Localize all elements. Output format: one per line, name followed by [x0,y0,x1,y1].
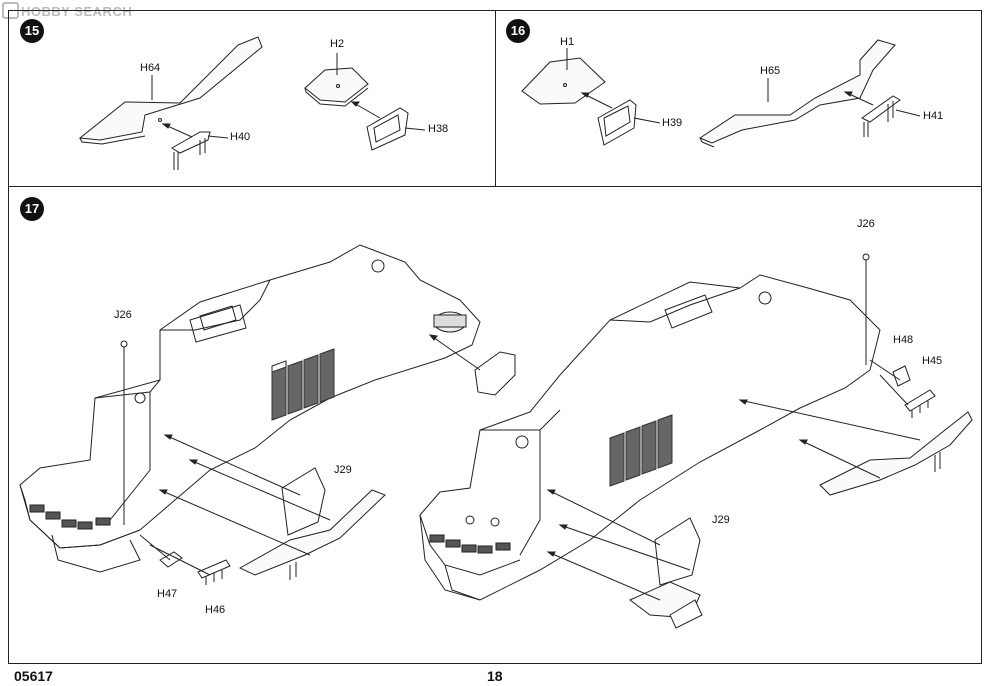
part-j29-left-drawing [281,467,326,536]
label-h48: H48 [893,334,914,346]
label-h2: H2 [330,38,345,50]
label-j29-right: J29 [712,514,730,526]
step-number-17: 17 [20,197,44,221]
part-h38-drawing [366,107,426,151]
part-h1-drawing [521,48,606,105]
part-h46-drawing [197,559,231,585]
engine-grilles-left [271,348,335,421]
label-h1: H1 [560,36,575,48]
part-h48-drawing [892,365,911,387]
label-h45: H45 [922,355,943,367]
bridge-windows-right [429,534,511,554]
label-j26-right: J26 [857,218,875,230]
part-j29-right-drawing [654,517,701,586]
part-h2-drawing [304,53,369,107]
step-number-15: 15 [20,19,44,43]
part-j26-left-drawing [120,340,128,348]
radar-mount-left [433,311,467,333]
label-h47: H47 [157,588,178,600]
step-17-right-arrows [546,260,921,601]
label-h46: H46 [205,604,226,616]
panel-step-17 [8,186,982,664]
label-h64: H64 [140,62,161,74]
label-h65: H65 [760,65,781,77]
label-j26-left: J26 [114,309,132,321]
part-h40-drawing [171,131,229,170]
part-h41-drawing [861,95,921,137]
hull-right-drawing [419,274,881,601]
step-number-16: 16 [506,19,530,43]
part-h45-drawing [904,389,936,418]
hull-left-drawing [19,244,481,573]
bridge-windows-left [29,504,111,530]
product-code: 05617 [14,668,53,684]
part-j26-right-drawing [862,253,870,261]
part-h39-drawing [597,99,661,146]
label-h38: H38 [428,123,449,135]
deck-plate-left-drawing [238,489,386,580]
label-h40: H40 [230,131,251,143]
label-h39: H39 [662,117,683,129]
step-15-arrows [151,75,381,138]
page-number: 18 [487,668,503,684]
label-h41: H41 [923,110,944,122]
part-h65-drawing [698,39,896,148]
label-j29-left: J29 [334,464,352,476]
step-16-arrows [580,91,874,109]
part-h64-drawing [78,36,263,145]
engine-grilles-right [609,414,673,487]
deck-plate-far-right-drawing [819,411,973,496]
deck-plate-right-drawing [629,581,703,629]
step-17-left-arrows [123,334,481,576]
part-h-box-left [474,351,516,396]
watermark-text: HOBBY SEARCH [21,4,133,19]
